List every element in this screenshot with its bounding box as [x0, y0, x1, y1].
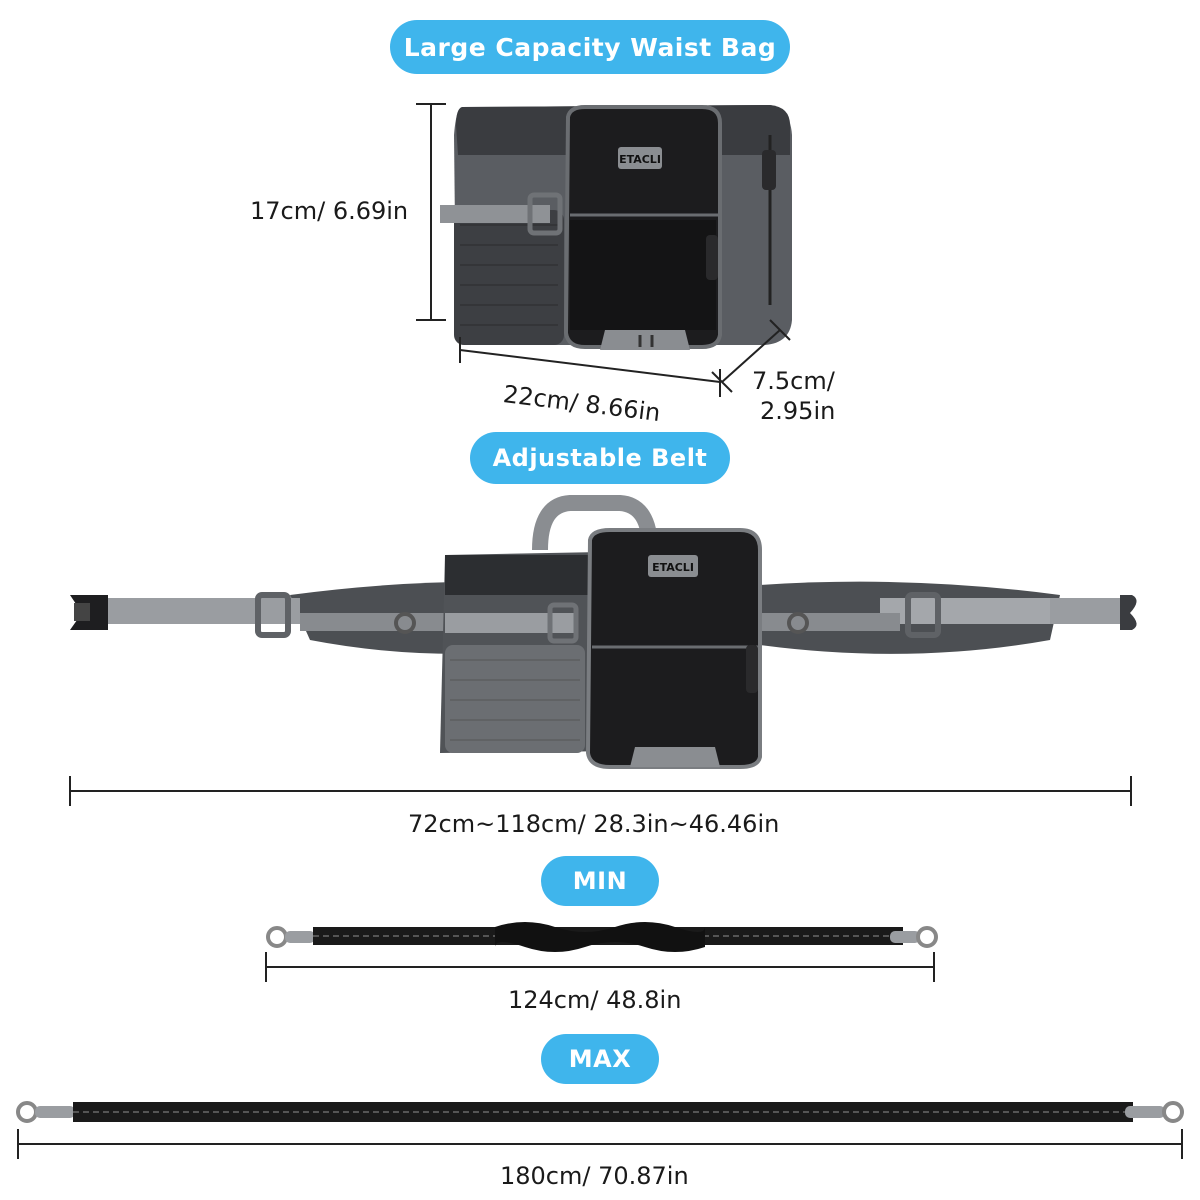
leash-max-dimension-label: 180cm/ 70.87in	[500, 1162, 689, 1190]
width-dimension-line	[459, 337, 721, 397]
max-badge: MAX	[541, 1034, 659, 1084]
belt-title-badge: Adjustable Belt	[470, 432, 730, 484]
bag-title-badge: Large Capacity Waist Bag	[390, 20, 790, 74]
belt-brand-logo-text: ETACLI	[652, 561, 694, 574]
depth-dimension-label-line1: 7.5cm/	[752, 367, 835, 395]
belt-dimension-right-tick	[1130, 776, 1132, 806]
leash-max-left-tick	[17, 1129, 19, 1159]
leash-min-right-tick	[933, 952, 935, 982]
min-badge-text: MIN	[572, 867, 628, 895]
depth-dimension-line	[711, 319, 791, 393]
belt-dimension-line	[70, 790, 1132, 792]
height-dimension-label: 17cm/ 6.69in	[250, 197, 409, 225]
belt-dimension-label: 72cm~118cm/ 28.3in~46.46in	[408, 810, 780, 838]
height-dimension-line	[430, 104, 432, 320]
leash-max-image	[16, 1101, 1184, 1123]
height-dimension-bottom-tick	[416, 319, 446, 321]
max-badge-text: MAX	[568, 1045, 632, 1073]
belt-dimension-left-tick	[69, 776, 71, 806]
leash-min-dimension-line	[266, 966, 934, 968]
leash-max-right-tick	[1181, 1129, 1183, 1159]
leash-min-left-tick	[265, 952, 267, 982]
brand-logo-text: ETACLI	[619, 153, 661, 166]
bag-title-text: Large Capacity Waist Bag	[403, 32, 777, 62]
leash-min-image	[266, 922, 938, 952]
belt-title-text: Adjustable Belt	[492, 444, 708, 472]
leash-max-dimension-line	[18, 1143, 1182, 1145]
waist-bag-front-image: ETACLI	[440, 105, 792, 350]
depth-dimension-label-line2: 2.95in	[760, 397, 836, 425]
waist-bag-with-belt-image: ETACLI	[70, 495, 1137, 769]
height-dimension-top-tick	[416, 103, 446, 105]
min-badge: MIN	[541, 856, 659, 906]
leash-min-dimension-label: 124cm/ 48.8in	[508, 986, 682, 1014]
